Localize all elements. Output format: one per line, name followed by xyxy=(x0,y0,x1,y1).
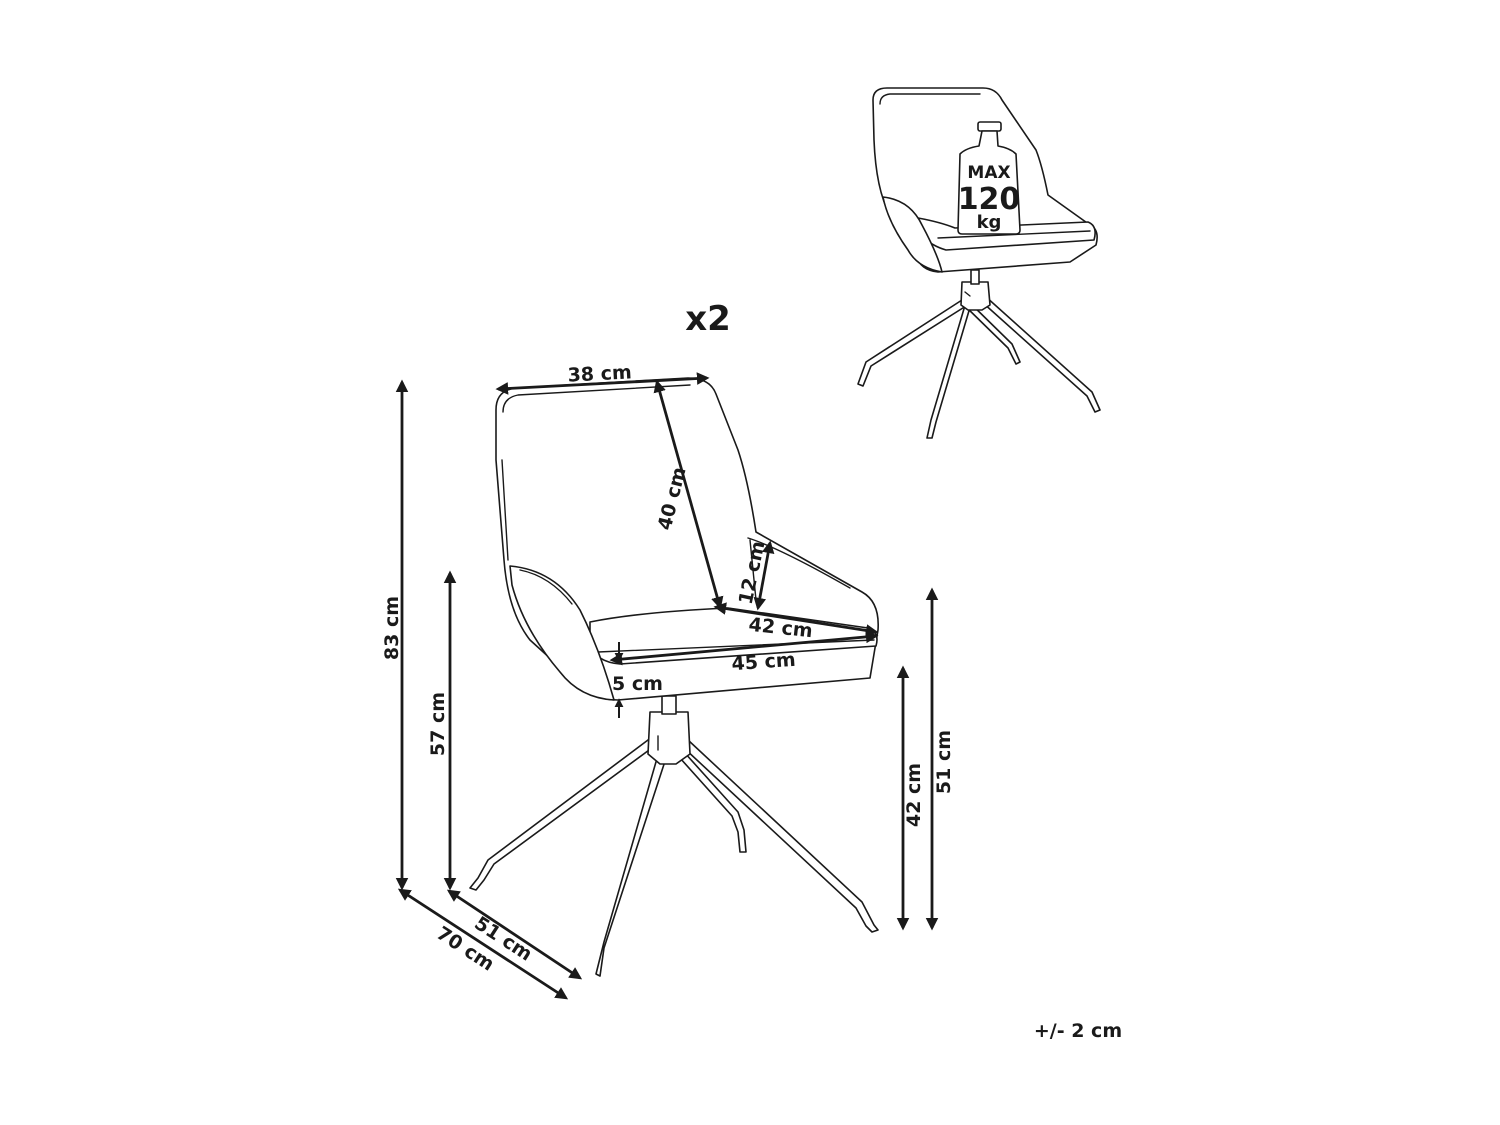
max-weight-unit: kg xyxy=(977,212,1002,233)
total-height-label: 83 cm xyxy=(381,596,403,660)
max-weight-label: MAX xyxy=(967,163,1010,183)
max-weight-value: 120 xyxy=(958,182,1021,217)
seat-thickness-label: 5 cm xyxy=(612,673,663,695)
seat-width-label: 45 cm xyxy=(731,649,797,675)
small-chair-illustration: MAX 120 kg xyxy=(857,87,1101,439)
quantity-label: x2 xyxy=(685,299,731,339)
seat-top-height-label: 51 cm xyxy=(933,730,955,794)
armrest-floor-height-label: 57 cm xyxy=(427,692,449,756)
dimension-lines xyxy=(395,372,939,1000)
tolerance-label: +/- 2 cm xyxy=(1034,1020,1122,1042)
backrest-width-label: 38 cm xyxy=(567,361,632,386)
seat-height-label: 42 cm xyxy=(903,763,925,827)
weight-icon: MAX 120 kg xyxy=(957,121,1021,235)
